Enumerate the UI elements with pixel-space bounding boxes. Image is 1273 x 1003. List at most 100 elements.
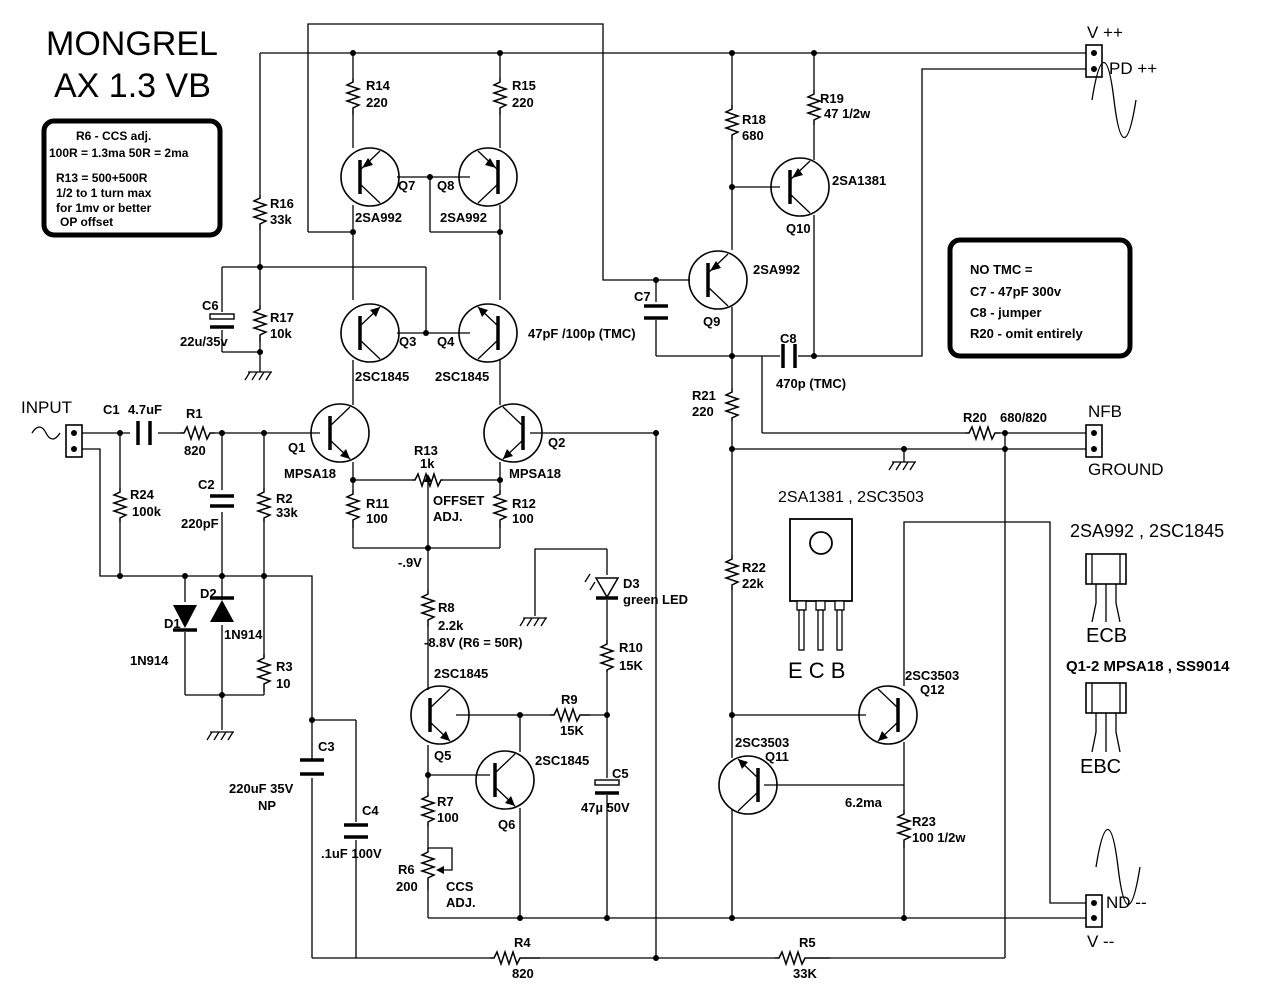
- transistor-q9-icon: [687, 249, 749, 311]
- to92-pins: ECB: [1086, 625, 1127, 647]
- r23-ref: R23: [912, 814, 936, 829]
- q10-ref: Q10: [786, 221, 811, 236]
- r6-ref: R6: [398, 862, 415, 877]
- r17-ref: R17: [270, 310, 294, 325]
- r14-value: 220: [366, 95, 388, 110]
- r3-value: 10: [276, 676, 290, 691]
- q11-ref: Q11: [765, 749, 789, 764]
- r9-value: 15K: [560, 723, 584, 738]
- r1-ref: R1: [186, 406, 203, 421]
- c4-value: .1uF 100V: [321, 846, 382, 861]
- r3-ref: R3: [276, 659, 293, 674]
- to126-package-icon: [789, 518, 853, 651]
- d2-ref: D2: [200, 586, 217, 601]
- q4-type: 2SC1845: [435, 369, 489, 384]
- sine-wave-icon: [1095, 829, 1141, 905]
- q8-ref: Q8: [437, 178, 454, 193]
- r5-ref: R5: [799, 935, 816, 950]
- q5-type: 2SC1845: [434, 666, 488, 681]
- transistor-q3-icon: [339, 302, 401, 364]
- r16-ref: R16: [270, 196, 294, 211]
- ccs-adj-line2: ADJ.: [446, 895, 476, 910]
- r2-ref: R2: [276, 491, 293, 506]
- wires: [82, 23, 1094, 959]
- r23-value: 100 1/2w: [912, 830, 966, 845]
- connector-vmm: [1085, 894, 1103, 928]
- transistor-q12-icon: [857, 684, 919, 746]
- note2-line: C7 - 47pF 300v: [970, 284, 1062, 299]
- to92-package-icon: [1085, 553, 1127, 623]
- r7-ref: R7: [437, 794, 454, 809]
- q12-ref: Q12: [920, 682, 945, 697]
- label-ndmm: ND --: [1106, 893, 1147, 912]
- notes-box-tmc: [947, 237, 1133, 359]
- r8-ref: R8: [438, 600, 455, 615]
- to126-pins: E C B: [788, 658, 845, 683]
- r22-value: 22k: [742, 576, 764, 591]
- resistor-bodies: [111, 78, 1000, 967]
- c8-ref: C8: [780, 331, 797, 346]
- label-vpp: V ++: [1087, 23, 1123, 42]
- c2-value: 220pF: [181, 516, 219, 531]
- led-d3: [584, 573, 620, 600]
- q8-type: 2SA992: [440, 210, 487, 225]
- note2-line: C8 - jumper: [970, 305, 1042, 320]
- q6-type: 2SC1845: [535, 753, 589, 768]
- c1-value: 4.7uF: [128, 402, 162, 417]
- transistor-q7-icon: [339, 146, 401, 208]
- q3-ref: Q3: [399, 334, 416, 349]
- note1-line: OP offset: [60, 215, 113, 229]
- q9-ref: Q9: [703, 314, 720, 329]
- q3-type: 2SC1845: [355, 369, 409, 384]
- q12-type: 2SC3503: [905, 668, 959, 683]
- sine-wave-icon: [31, 426, 61, 440]
- r21-value: 220: [692, 404, 714, 419]
- r9-ref: R9: [561, 692, 578, 707]
- ground-icon: [888, 461, 917, 471]
- note1-line: 100R = 1.3ma 50R = 2ma: [49, 146, 189, 160]
- note2-line: NO TMC =: [970, 262, 1033, 277]
- r24-ref: R24: [130, 487, 155, 502]
- to126-title: 2SA1381 , 2SC3503: [778, 489, 924, 506]
- q7-ref: Q7: [398, 178, 415, 193]
- q10-type: 2SA1381: [832, 173, 886, 188]
- connector-nfb: [1085, 424, 1103, 458]
- r1-value: 820: [184, 443, 206, 458]
- to92b-title: Q1-2 MPSA18 , SS9014: [1066, 658, 1230, 675]
- note1-line: 1/2 to 1 turn max: [56, 186, 152, 200]
- label-input: INPUT: [21, 398, 72, 417]
- r14-ref: R14: [366, 78, 391, 93]
- ground-icon: [519, 617, 548, 627]
- c8-value: 470p (TMC): [776, 376, 846, 391]
- c4-ref: C4: [362, 803, 379, 818]
- c5-ref: C5: [612, 766, 629, 781]
- r20-ref: R20: [963, 410, 987, 425]
- r4-value: 820: [512, 966, 534, 981]
- note2-line: R20 - omit entirely: [970, 326, 1083, 341]
- sine-wave-icon: [1091, 62, 1137, 138]
- d1-ref: D1: [164, 616, 181, 631]
- r10-value: 15K: [619, 658, 643, 673]
- ground-icon: [206, 731, 235, 741]
- q2-ref: Q2: [548, 435, 565, 450]
- q11-type: 2SC3503: [735, 735, 789, 750]
- r2-value: 33k: [276, 505, 298, 520]
- r18-value: 680: [742, 128, 764, 143]
- r15-value: 220: [512, 95, 534, 110]
- c7-value: 47pF /100p (TMC): [528, 326, 636, 341]
- offset-adj-line2: ADJ.: [433, 509, 463, 524]
- c6-value: 22u/35v: [180, 334, 228, 349]
- c6-ref: C6: [202, 298, 219, 313]
- r24-value: 100k: [132, 504, 162, 519]
- pot-wipers: [424, 474, 444, 874]
- d1-type: 1N914: [130, 653, 169, 668]
- offset-adj-line1: OFFSET: [433, 493, 484, 508]
- q7-type: 2SA992: [355, 210, 402, 225]
- c2-ref: C2: [198, 477, 215, 492]
- r7-value: 100: [437, 810, 459, 825]
- r21-ref: R21: [692, 388, 716, 403]
- q1-type: MPSA18: [284, 466, 336, 481]
- label-pdpp: PD ++: [1109, 59, 1157, 78]
- r15-ref: R15: [512, 78, 536, 93]
